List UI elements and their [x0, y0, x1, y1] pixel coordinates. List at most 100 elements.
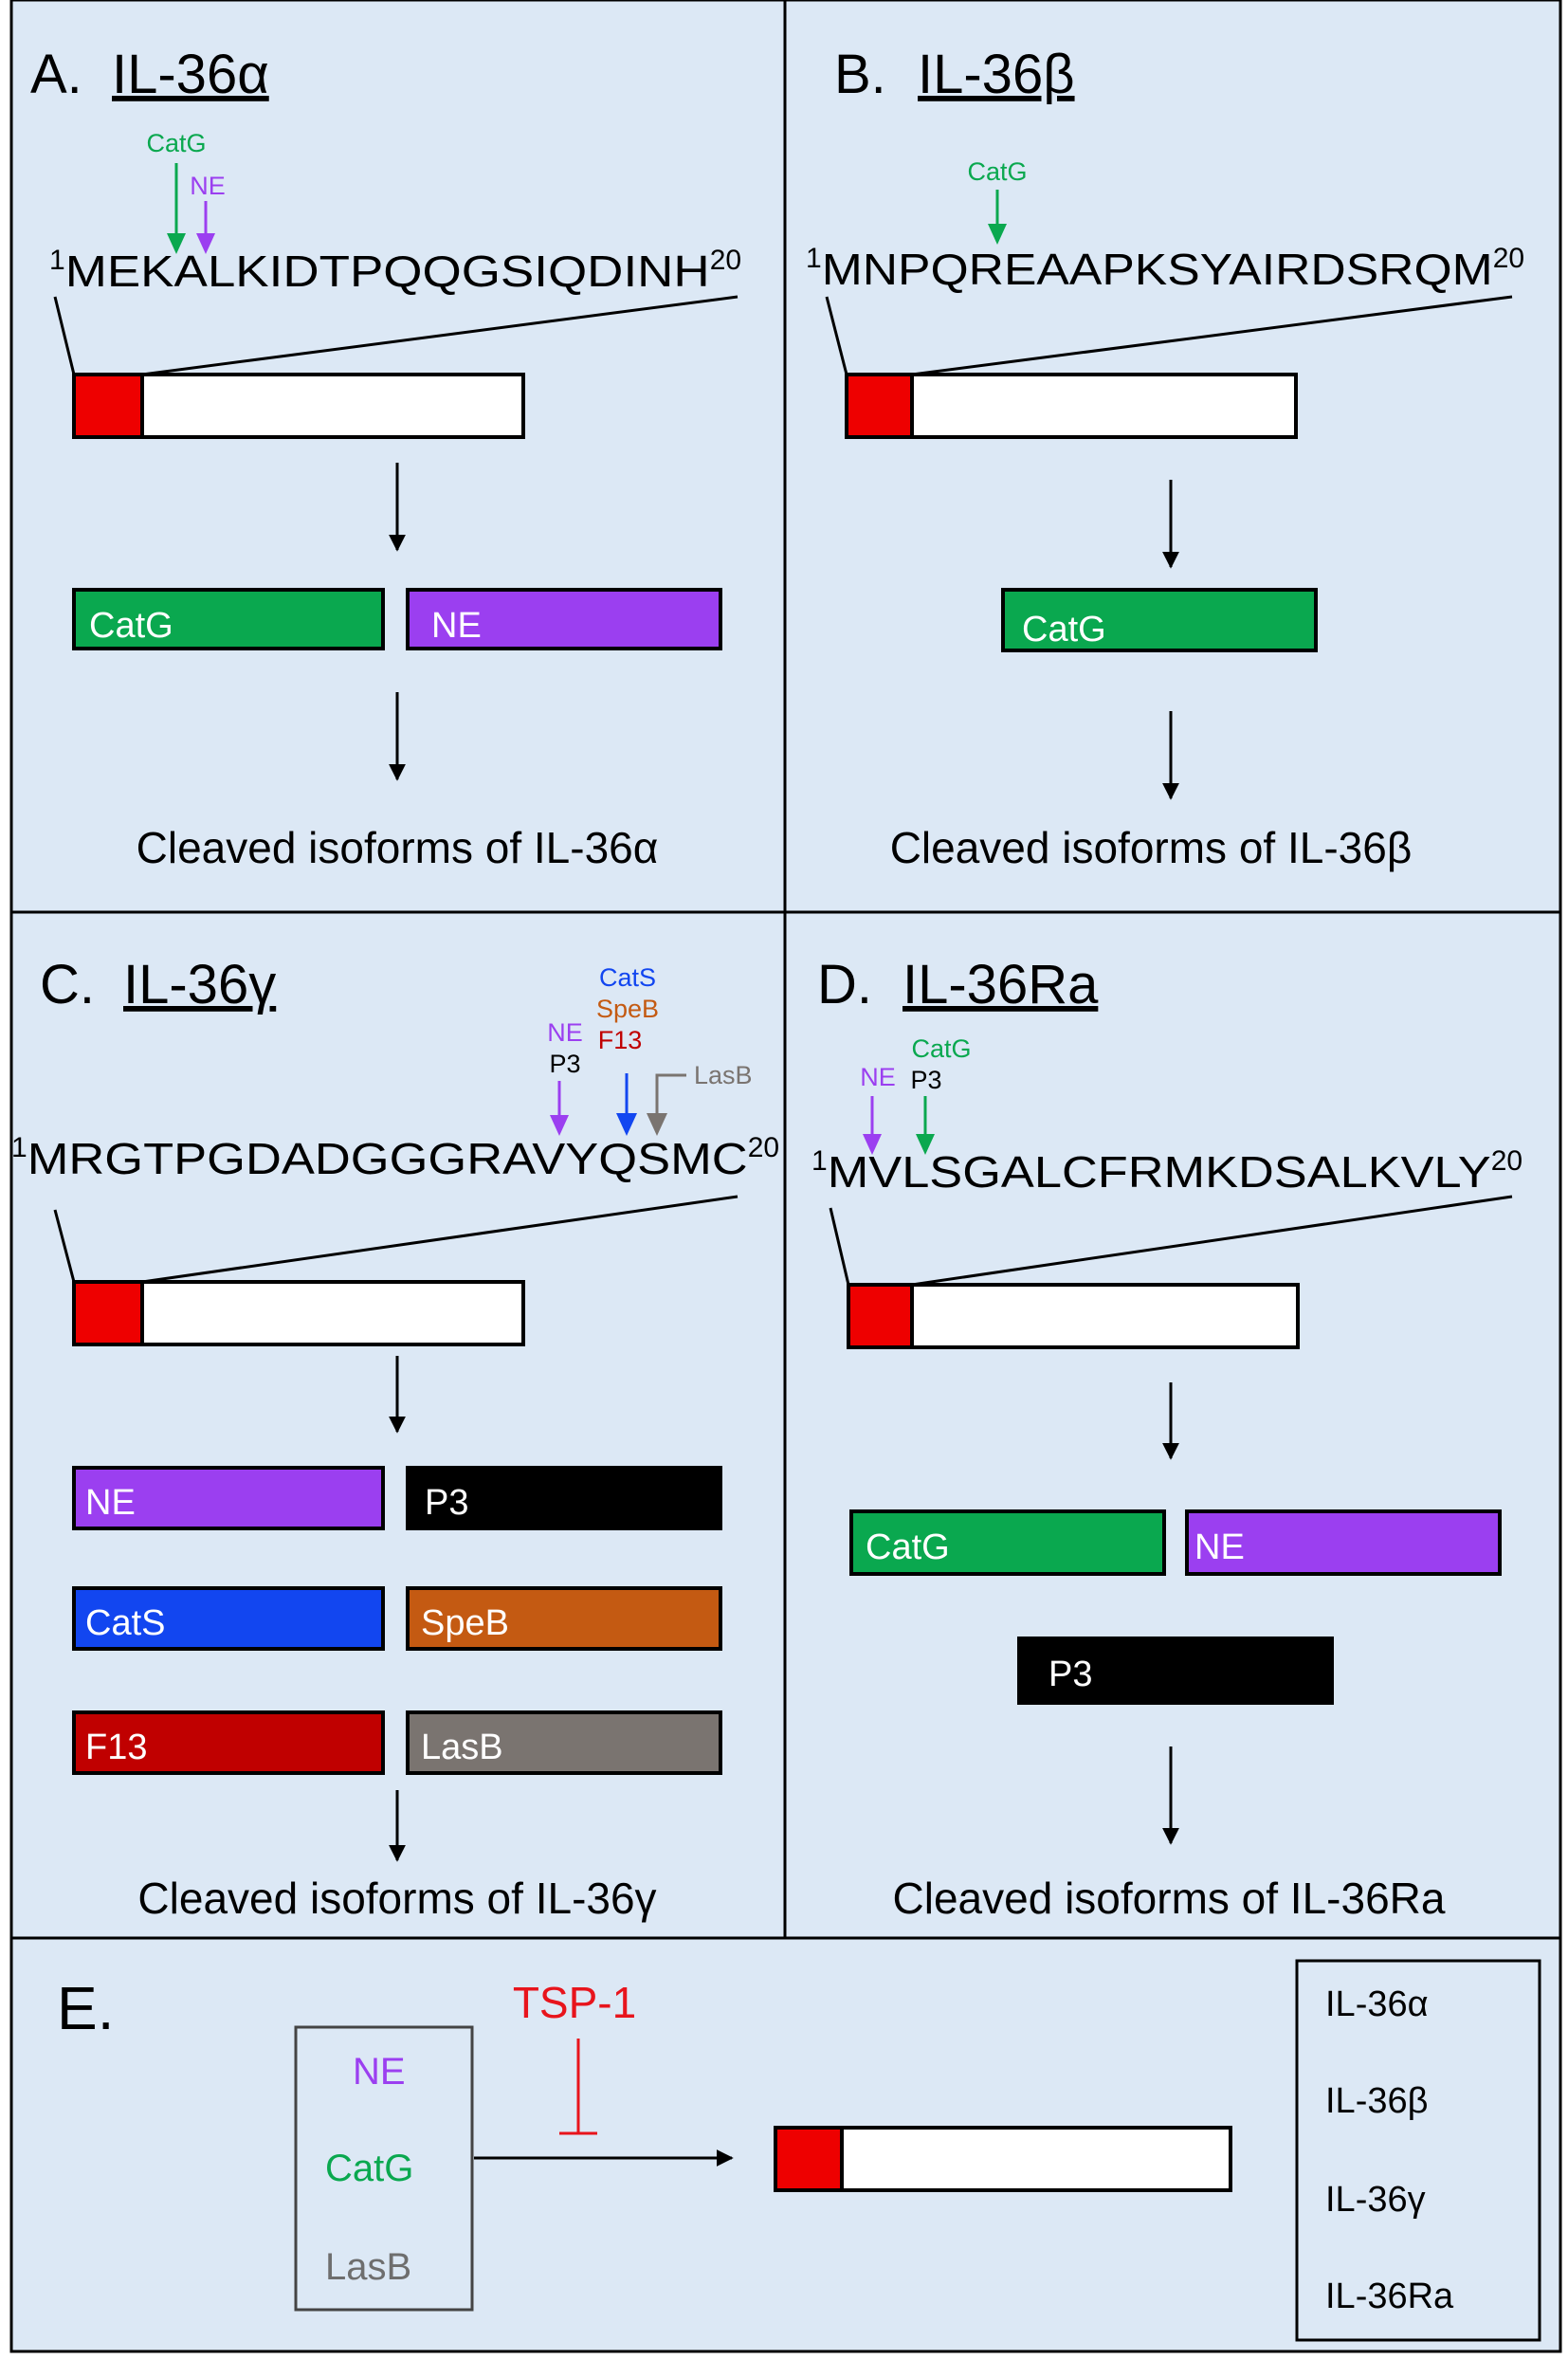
panel-e-cytokine-il36g: IL-36γ — [1325, 2180, 1426, 2220]
panel-c-site-label-cats: CatS — [599, 963, 656, 992]
panel-c-site-label-p3: P3 — [549, 1050, 580, 1078]
panel-e-letter: E. — [57, 1974, 114, 2042]
panel-c-cleavage-arrowhead-ne-p3 — [550, 1115, 569, 1136]
panel-c-site-label-speb: SpeB — [596, 995, 659, 1023]
panel-b: B. IL-36β CatG 1MNPQREAAPKSYAIRDSRQM20 C… — [783, 0, 1562, 914]
panel-c-sequence: 1MRGTPGDADGGGRAVYQSMC20 — [11, 1132, 779, 1183]
panel-e-cytokine-il36b: IL-36β — [1325, 2081, 1428, 2121]
panel-a-product-ne — [406, 588, 722, 650]
panel-a-zoom-line-right — [141, 295, 738, 376]
panel-c-letter: C. — [40, 954, 95, 1015]
panel-a-zoom-line-left — [53, 296, 76, 375]
panel-b-product-catg — [1001, 588, 1318, 652]
panel-a-letter: A. — [30, 44, 82, 105]
panel-d-protein-prodomain — [847, 1283, 914, 1349]
panel-b-title: IL-36β — [918, 44, 1075, 105]
panel-e-cytokine-il36ra: IL-36Ra — [1325, 2277, 1454, 2316]
panel-c-product-p3-label: P3 — [425, 1483, 468, 1523]
panel-d-sequence-residues: MVLSGALCFRMKDSALKVLY — [828, 1147, 1491, 1197]
panel-b-protein-body — [845, 373, 1298, 439]
panel-e: E. NE CatG LasB TSP-1 IL-36α IL-36β IL-3… — [9, 1936, 1562, 2353]
panel-c-product-f13-label: F13 — [85, 1728, 147, 1767]
panel-d-site-label-ne: NE — [860, 1063, 896, 1091]
panel-d-product-catg-label: CatG — [866, 1527, 950, 1567]
panel-c-product-lasb — [406, 1710, 722, 1775]
panel-a-sequence-start: 1 — [49, 245, 65, 276]
panel-b-product-catg-label: CatG — [1022, 610, 1106, 649]
panel-b-letter: B. — [834, 44, 886, 105]
panel-c-product-speb — [406, 1586, 722, 1651]
panel-d-sequence: 1MVLSGALCFRMKDSALKVLY20 — [811, 1145, 1522, 1197]
panel-b-cleavage-arrowhead-catg — [988, 224, 1007, 245]
panel-d-product-p3 — [1017, 1637, 1334, 1705]
panel-d-protein-body — [847, 1283, 1300, 1349]
panel-c-product-ne-label: NE — [85, 1483, 136, 1523]
panel-c-cleavage-arrow-lasb — [655, 1073, 686, 1130]
panel-e-protease-box — [294, 2025, 474, 2312]
panel-a-cleavage-arrowhead-ne — [196, 233, 215, 254]
panel-c-title: IL-36γ — [123, 954, 276, 1015]
panel-c-product-ne — [72, 1466, 385, 1530]
panel-c-site-label-f13: F13 — [598, 1026, 643, 1054]
panel-b-protein-prodomain — [845, 373, 914, 439]
panel-a: A. IL-36α CatG NE 1MEKALKIDTPQQGSIQDINH2… — [9, 0, 787, 914]
panel-b-sequence: 1MNPQREAAPKSYAIRDSRQM20 — [806, 243, 1524, 294]
panel-c-sequence-start: 1 — [11, 1132, 27, 1163]
panel-a-sequence-residues: MEKALKIDTPQQGSIQDINH — [65, 247, 710, 296]
panel-e-protease-lasb: LasB — [325, 2246, 411, 2288]
panel-d-product-ne — [1185, 1509, 1502, 1576]
panel-d: D. IL-36Ra NE CatG P3 1MVLSGALCFRMKDSALK… — [783, 910, 1562, 1940]
panel-b-sequence-start: 1 — [806, 243, 822, 274]
panel-a-result: Cleaved isoforms of IL-36α — [137, 823, 659, 872]
panel-c-protein-body — [72, 1280, 525, 1346]
panel-c-zoom-line-left — [53, 1209, 76, 1283]
panel-e-protein-body — [774, 2126, 1232, 2192]
panel-c-cleavage-arrowhead-lasb — [647, 1113, 667, 1136]
panel-d-cleavage-arrowhead-catg-p3 — [916, 1134, 935, 1155]
panel-d-zoom-line-right — [911, 1195, 1513, 1287]
panel-d-result: Cleaved isoforms of IL-36Ra — [893, 1874, 1446, 1923]
panel-c-site-label-lasb: LasB — [694, 1061, 753, 1089]
panel-d-product-ne-label: NE — [1194, 1527, 1245, 1567]
panel-d-cleavage-arrowhead-ne — [863, 1134, 882, 1155]
panel-e-protein-prodomain — [774, 2126, 844, 2192]
panel-b-background — [783, 0, 1562, 914]
panel-e-cytokine-box — [1295, 1959, 1541, 2342]
panel-d-title: IL-36Ra — [903, 954, 1099, 1015]
panel-e-cytokine-il36a: IL-36α — [1325, 1984, 1429, 2024]
panel-c-sequence-end: 20 — [748, 1132, 779, 1163]
panel-d-product-catg — [849, 1509, 1166, 1576]
panel-c-product-f13 — [72, 1710, 385, 1775]
panel-a-sequence-end: 20 — [710, 245, 741, 276]
panel-c-result: Cleaved isoforms of IL-36γ — [137, 1874, 656, 1923]
panel-c-site-label-ne: NE — [547, 1018, 583, 1047]
panel-e-protease-catg: CatG — [325, 2148, 413, 2189]
panel-c-product-p3 — [406, 1466, 722, 1530]
panel-c-product-cats-label: CatS — [85, 1603, 165, 1643]
panel-c-product-speb-label: SpeB — [421, 1603, 509, 1643]
panel-c-protein-prodomain — [72, 1280, 144, 1346]
panel-c-cleavage-arrowhead-cats-speb-f13 — [616, 1113, 637, 1136]
panel-b-zoom-line-left — [825, 296, 848, 375]
panel-d-zoom-line-left — [829, 1207, 850, 1286]
panel-d-sequence-end: 20 — [1491, 1145, 1522, 1177]
panel-d-site-label-p3: P3 — [910, 1066, 941, 1094]
panel-d-background — [783, 910, 1562, 1940]
panel-a-protein-body — [72, 373, 525, 439]
panel-b-sequence-end: 20 — [1493, 243, 1524, 274]
panel-b-site-label-catg: CatG — [967, 157, 1027, 186]
panel-a-product-catg-label: CatG — [89, 606, 173, 646]
panel-a-site-label-ne: NE — [190, 172, 226, 200]
panel-a-protein-prodomain — [72, 373, 144, 439]
panel-a-product-ne-label: NE — [431, 606, 482, 646]
panel-c: C. IL-36γ NE P3 CatS SpeB F13 LasB 1MRGT… — [9, 910, 787, 1940]
panel-a-title: IL-36α — [112, 44, 269, 105]
panel-d-product-p3-label: P3 — [1048, 1655, 1092, 1694]
panel-c-product-lasb-label: LasB — [421, 1728, 503, 1767]
panel-b-result: Cleaved isoforms of IL-36β — [890, 823, 1413, 872]
panel-c-zoom-line-right — [141, 1195, 738, 1284]
panel-d-sequence-start: 1 — [811, 1145, 828, 1177]
panel-a-sequence: 1MEKALKIDTPQQGSIQDINH20 — [49, 245, 741, 296]
panel-c-sequence-residues: MRGTPGDADGGGRAVYQSMC — [27, 1134, 748, 1183]
panel-a-site-label-catg: CatG — [146, 129, 206, 157]
